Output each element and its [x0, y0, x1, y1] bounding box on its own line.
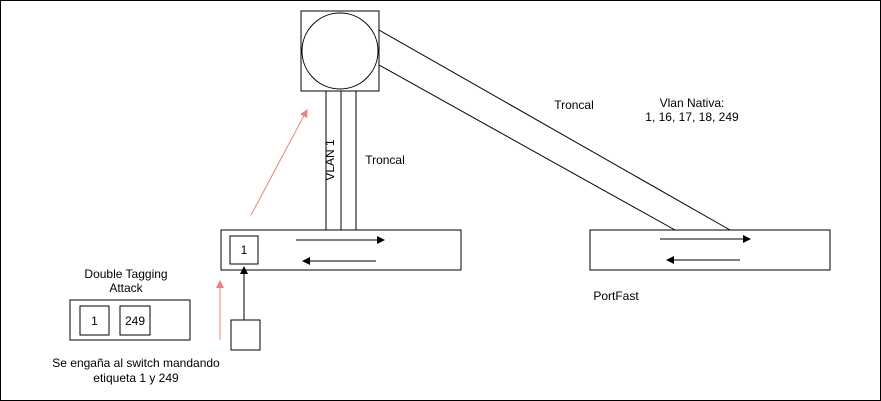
frame-tag-outer-label: 1 — [91, 314, 98, 328]
switch-left: 1 — [220, 229, 462, 271]
diagonal-trunk — [378, 29, 731, 231]
frame-tag-inner-box — [119, 305, 151, 336]
portfast-label: PortFast — [593, 289, 639, 303]
frame-tag-outer-box — [79, 305, 110, 336]
troncal-vertical-label: Troncal — [365, 153, 405, 167]
switch-port-box — [229, 235, 259, 265]
trunk-link-diagonal-lower — [378, 64, 676, 231]
switch-right-box — [589, 229, 831, 271]
switch-port-label: 1 — [241, 243, 248, 257]
attack-title-line1: Double Tagging — [84, 267, 167, 281]
vlan1-label: VLAN 1 — [323, 139, 337, 181]
frame-tag-inner-label: 249 — [125, 314, 145, 328]
attack-title-line2: Attack — [109, 281, 143, 295]
switch-right — [589, 229, 831, 271]
caption-line1: Se engaña al switch mandando — [52, 356, 220, 370]
attack-arrow-diagonal — [250, 109, 308, 216]
attacker-host-box — [230, 319, 261, 351]
vlan-nativa-list: 1, 16, 17, 18, 249 — [645, 110, 739, 124]
vlan-nativa-title: Vlan Nativa: — [660, 96, 725, 110]
troncal-diagonal-label: Troncal — [554, 98, 594, 112]
caption-line2: etiqueta 1 y 249 — [93, 371, 179, 385]
router-icon — [301, 12, 379, 90]
double-tagged-frame: 1 249 — [69, 299, 191, 341]
trunk-link-diagonal-upper — [378, 29, 731, 231]
switch-left-box — [220, 229, 462, 271]
router-node — [300, 10, 380, 92]
attacker-host — [230, 266, 261, 351]
